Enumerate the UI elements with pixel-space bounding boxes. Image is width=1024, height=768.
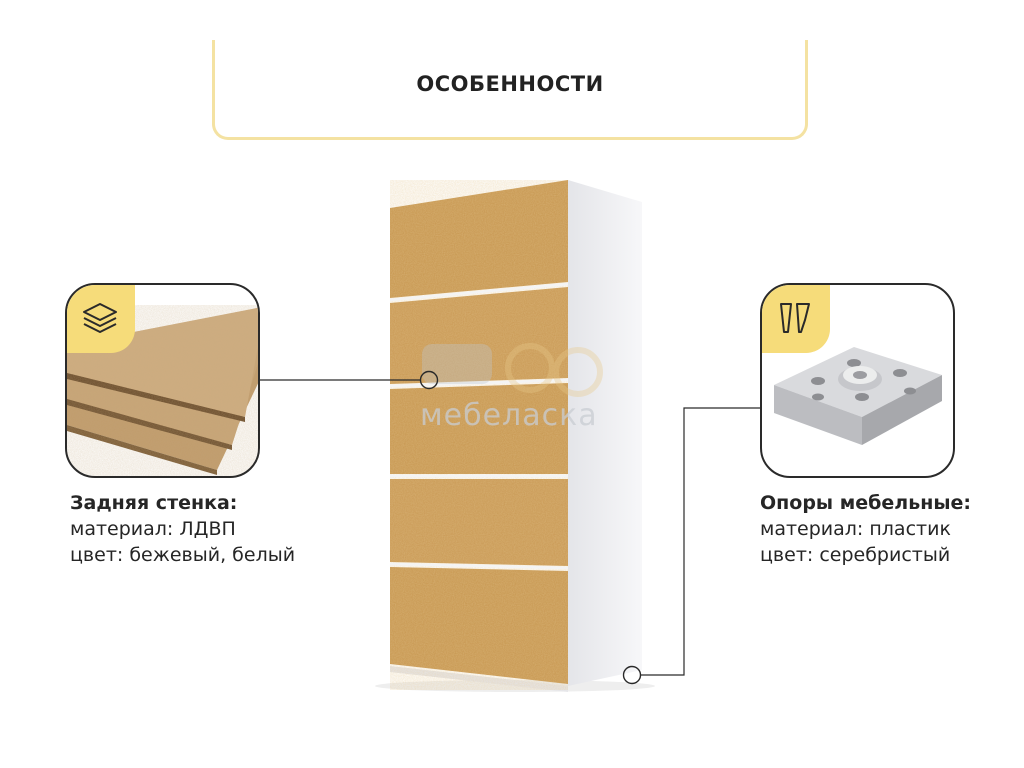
cabinet-side-panel (568, 180, 642, 686)
supports-spec: Опоры мебельные: материал: пластик цвет:… (760, 490, 971, 568)
supports-connector (640, 407, 760, 676)
layers-badge (67, 285, 135, 353)
supports-marker (622, 665, 642, 685)
layers-icon (83, 303, 117, 333)
title-frame: ОСОБЕННОСТИ (212, 40, 808, 140)
supports-material: материал: пластик (760, 518, 951, 540)
supports-callout (760, 283, 955, 478)
back-wall-color: цвет: бежевый, белый (70, 544, 296, 566)
back-wall-panels (389, 180, 569, 690)
back-wall-marker (419, 370, 439, 390)
watermark-text: мебеласка (420, 398, 598, 433)
supports-color: цвет: серебристый (760, 544, 951, 566)
watermark-logo (422, 343, 603, 397)
section-title: ОСОБЕННОСТИ (416, 72, 604, 96)
back-wall-material: материал: ЛДВП (70, 518, 236, 540)
back-wall-callout (65, 283, 260, 478)
supports-heading: Опоры мебельные: (760, 492, 972, 514)
back-wall-spec: Задняя стенка: материал: ЛДВП цвет: беже… (70, 490, 295, 568)
back-wall-heading: Задняя стенка: (70, 492, 238, 514)
furniture-legs-icon (780, 303, 810, 333)
legs-badge (762, 285, 830, 353)
support-plate-image (774, 347, 942, 445)
